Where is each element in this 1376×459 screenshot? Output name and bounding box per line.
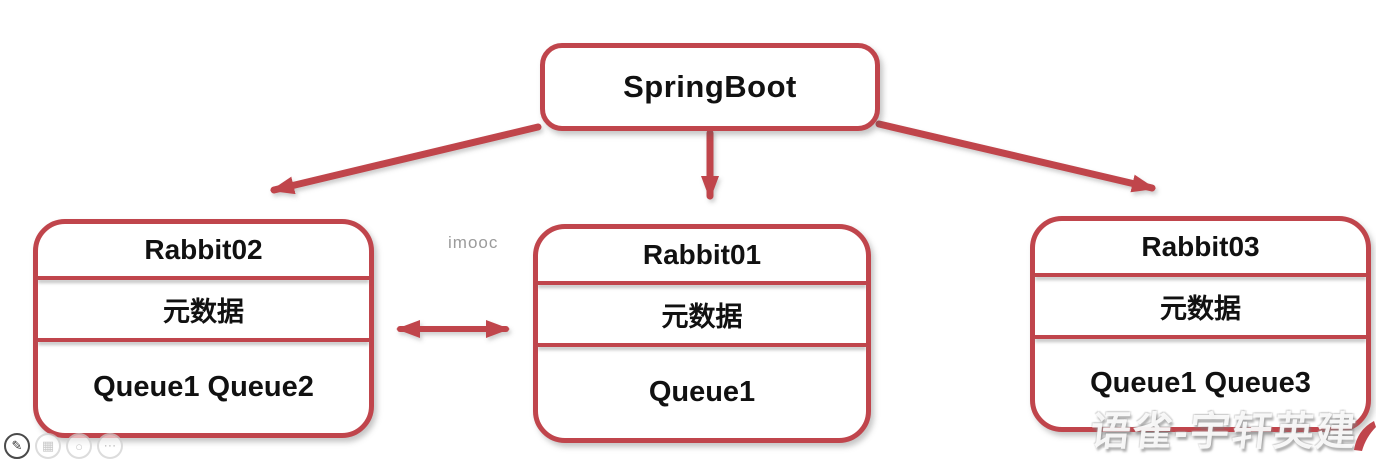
more-icon[interactable]: ⋯ xyxy=(97,433,123,459)
node-rabbit02-metadata: 元数据 xyxy=(163,296,244,327)
node-rabbit03-queues: Queue1 Queue3 xyxy=(1090,366,1311,399)
section-divider xyxy=(538,281,866,285)
node-rabbit01-title: Rabbit01 xyxy=(642,239,762,270)
node-rabbit01-queues: Queue1 xyxy=(648,376,756,408)
node-springboot-label: SpringBoot xyxy=(623,69,797,104)
section-divider xyxy=(38,338,369,342)
image-toolbar: ✎ ▦ ○ ⋯ xyxy=(4,433,123,459)
node-rabbit02: Rabbit02 元数据 Queue1 Queue2 xyxy=(33,219,374,438)
node-rabbit03-metadata: 元数据 xyxy=(1160,293,1241,324)
node-springboot: SpringBoot xyxy=(540,43,880,131)
search-icon[interactable]: ○ xyxy=(66,433,92,459)
node-rabbit02-title: Rabbit02 xyxy=(144,234,263,265)
node-rabbit03-title: Rabbit03 xyxy=(1141,231,1260,262)
section-divider xyxy=(1035,335,1366,339)
node-rabbit01: Rabbit01 元数据 Queue1 xyxy=(533,224,871,443)
image-icon[interactable]: ▦ xyxy=(35,433,61,459)
node-rabbit01-metadata: 元数据 xyxy=(661,301,743,332)
arrow-springboot-to-rabbit03 xyxy=(875,120,1156,193)
node-rabbit02-queues: Queue1 Queue2 xyxy=(93,371,314,403)
yuque-watermark: 语雀-宇轩英建 xyxy=(1087,410,1360,454)
imooc-watermark: imooc xyxy=(448,233,499,252)
section-divider xyxy=(538,343,866,347)
section-divider xyxy=(38,276,369,280)
edit-pencil-icon[interactable]: ✎ xyxy=(4,433,30,459)
section-divider xyxy=(1035,273,1366,277)
arrow-springboot-to-rabbit02 xyxy=(270,123,542,195)
node-rabbit03: Rabbit03 元数据 Queue1 Queue3 xyxy=(1030,216,1371,432)
yuque-logo-wing-icon xyxy=(1354,421,1376,451)
